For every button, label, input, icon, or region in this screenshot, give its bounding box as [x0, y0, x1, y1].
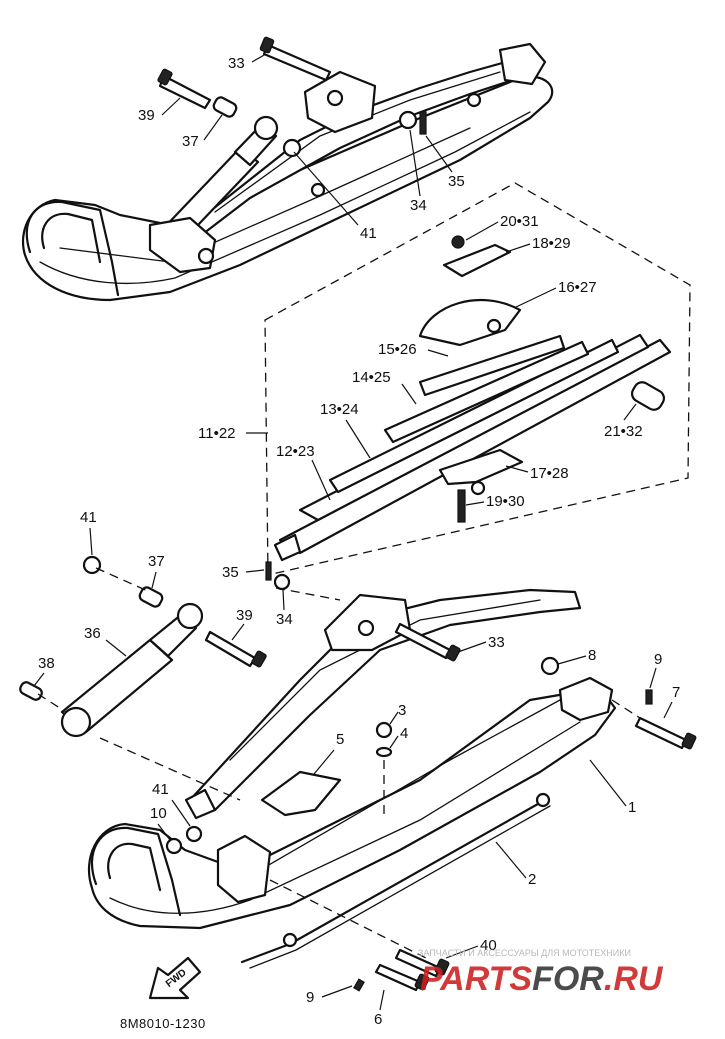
callout-10: 10 [150, 805, 167, 822]
callout-39-top: 39 [138, 107, 155, 124]
leaf-spring-callouts: 20•31 18•29 16•27 15•26 14•25 13•24 11•2… [198, 213, 643, 510]
callout-3: 3 [398, 702, 406, 719]
callout-39-mid: 39 [236, 607, 253, 624]
assembled-ski-top [21, 36, 554, 302]
lower-exploded-assembly [19, 555, 697, 992]
watermark-caption: ЗАПЧАСТИ И АКСЕССУАРЫ ДЛЯ МОТОТЕХНИКИ [418, 948, 631, 958]
watermark-logo: PARTSFOR.RU [420, 960, 664, 998]
callout-9-right: 9 [654, 651, 662, 668]
callout-33-mid: 33 [488, 634, 505, 651]
callout-35-top: 35 [448, 173, 465, 190]
callout-4: 4 [400, 725, 408, 742]
callout-19-30: 19•30 [486, 493, 525, 510]
callout-20-31: 20•31 [500, 213, 539, 230]
callout-37-top: 37 [182, 133, 199, 150]
watermark: ЗАПЧАСТИ И АКСЕССУАРЫ ДЛЯ МОТОТЕХНИКИ PA… [418, 948, 664, 998]
callout-5: 5 [336, 731, 344, 748]
callout-34-top: 34 [410, 197, 427, 214]
lower-callouts: 41 37 35 34 39 36 33 38 8 9 7 3 4 5 1 41… [33, 509, 680, 1028]
callout-41-top: 41 [360, 225, 377, 242]
diagram-code: 8M8010-1230 [120, 1016, 206, 1031]
callout-17-28: 17•28 [530, 465, 569, 482]
callout-21-32: 21•32 [604, 423, 643, 440]
callout-41-low: 41 [152, 781, 169, 798]
callout-37-mid: 37 [148, 553, 165, 570]
callout-6: 6 [374, 1011, 382, 1028]
callout-16-27: 16•27 [558, 279, 597, 296]
callout-18-29: 18•29 [532, 235, 571, 252]
callout-34-mid: 34 [276, 611, 293, 628]
callout-36: 36 [84, 625, 101, 642]
leaf-spring-exploded [264, 182, 691, 576]
callout-35-mid: 35 [222, 564, 239, 581]
callout-33-top: 33 [228, 55, 245, 72]
callout-15-26: 15•26 [378, 341, 417, 358]
top-callouts: 33 39 37 41 34 35 [138, 53, 465, 242]
callout-2: 2 [528, 871, 536, 888]
callout-40: 40 [480, 937, 497, 954]
callout-38: 38 [38, 655, 55, 672]
fwd-arrow: FWD [148, 956, 202, 1000]
callout-13-24: 13•24 [320, 401, 359, 418]
callout-8: 8 [588, 647, 596, 664]
callout-11-22: 11•22 [198, 425, 236, 442]
callout-14-25: 14•25 [352, 369, 391, 386]
callout-7: 7 [672, 684, 680, 701]
callout-12-23: 12•23 [276, 443, 315, 460]
callout-9-low: 9 [306, 989, 314, 1006]
callout-41-mid: 41 [80, 509, 97, 526]
callout-1: 1 [628, 799, 636, 816]
